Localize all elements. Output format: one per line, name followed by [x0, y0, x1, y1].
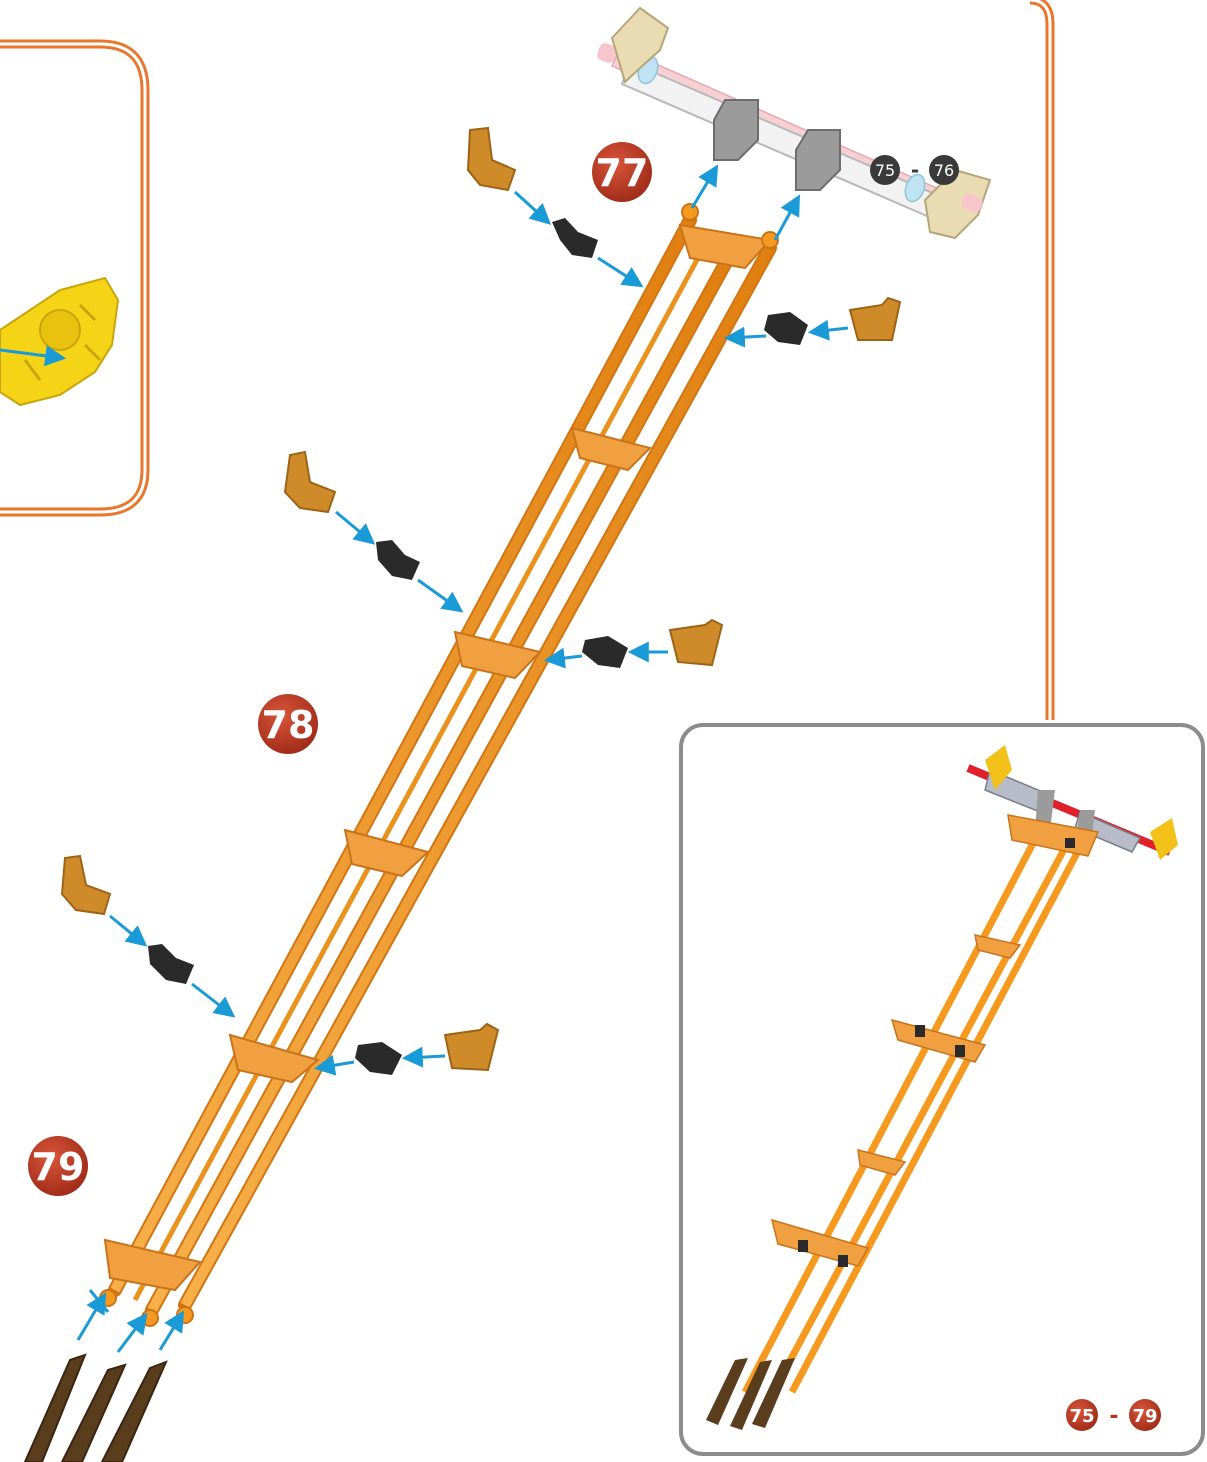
reference-badges-top: 75 - 76 — [870, 155, 959, 185]
inset-range-dash: - — [1109, 1404, 1118, 1429]
top-crossbar-assembly — [595, 8, 990, 238]
step-badge-77: 77 — [592, 142, 652, 202]
inset-badge-75-label: 75 — [1069, 1406, 1094, 1427]
inset-preview-panel: 75 - 79 — [681, 725, 1203, 1454]
step-78-label: 78 — [262, 703, 315, 747]
ref-dash-top: - — [911, 158, 919, 182]
step-77-label: 77 — [596, 151, 649, 195]
bracket-group-6 — [318, 1024, 498, 1075]
bracket-group-4 — [548, 620, 722, 668]
step-badge-78: 78 — [258, 694, 318, 754]
inset-step-range: 75 - 79 — [1066, 1399, 1161, 1431]
inset-badge-79-label: 79 — [1132, 1406, 1157, 1427]
main-step-frame — [1030, 0, 1050, 720]
step-79-label: 79 — [32, 1145, 85, 1189]
step-badge-79: 79 — [28, 1136, 88, 1196]
ref-badge-75-label: 75 — [875, 161, 895, 180]
orange-tower — [100, 204, 778, 1326]
left-callout-frame — [0, 44, 145, 512]
bracket-group-5 — [62, 856, 232, 1015]
bracket-group-3 — [285, 452, 460, 610]
yellow-connector-part — [0, 278, 118, 405]
bracket-group-2 — [728, 298, 900, 345]
ref-badge-76-label: 76 — [934, 161, 954, 180]
